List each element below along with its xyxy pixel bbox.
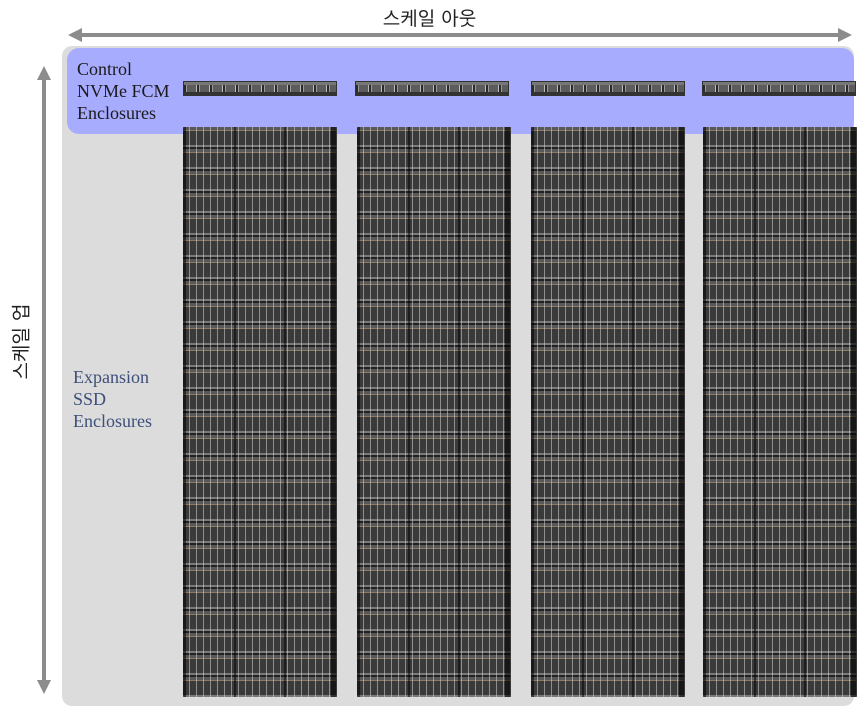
control-label-line-2: NVMe FCM [77,81,170,101]
scale-out-arrow [68,28,852,42]
control-label-line-3: Enclosures [77,103,156,123]
control-fcm-enclosure [183,81,337,96]
control-fcm-enclosure [355,81,509,96]
scale-out-label: 스케일 아웃 [382,8,477,30]
expansion-ssd-stack-2 [357,127,511,697]
control-fcm-enclosure [702,81,856,96]
expansion-ssd-stack-1 [183,127,337,697]
expansion-enclosures-label: Expansion SSD Enclosures [73,366,152,432]
expansion-label-line-3: Enclosures [73,411,152,431]
scale-up-label: 스케일 업 [10,303,33,380]
expansion-label-line-1: Expansion [73,367,149,387]
expansion-ssd-stack-3 [531,127,685,697]
control-fcm-enclosure [531,81,685,96]
control-enclosures-label: Control NVMe FCM Enclosures [77,58,170,124]
expansion-ssd-stack-4 [703,127,857,697]
expansion-label-line-2: SSD [73,389,107,409]
control-label-line-1: Control [77,59,133,79]
scale-up-arrow [37,66,51,694]
